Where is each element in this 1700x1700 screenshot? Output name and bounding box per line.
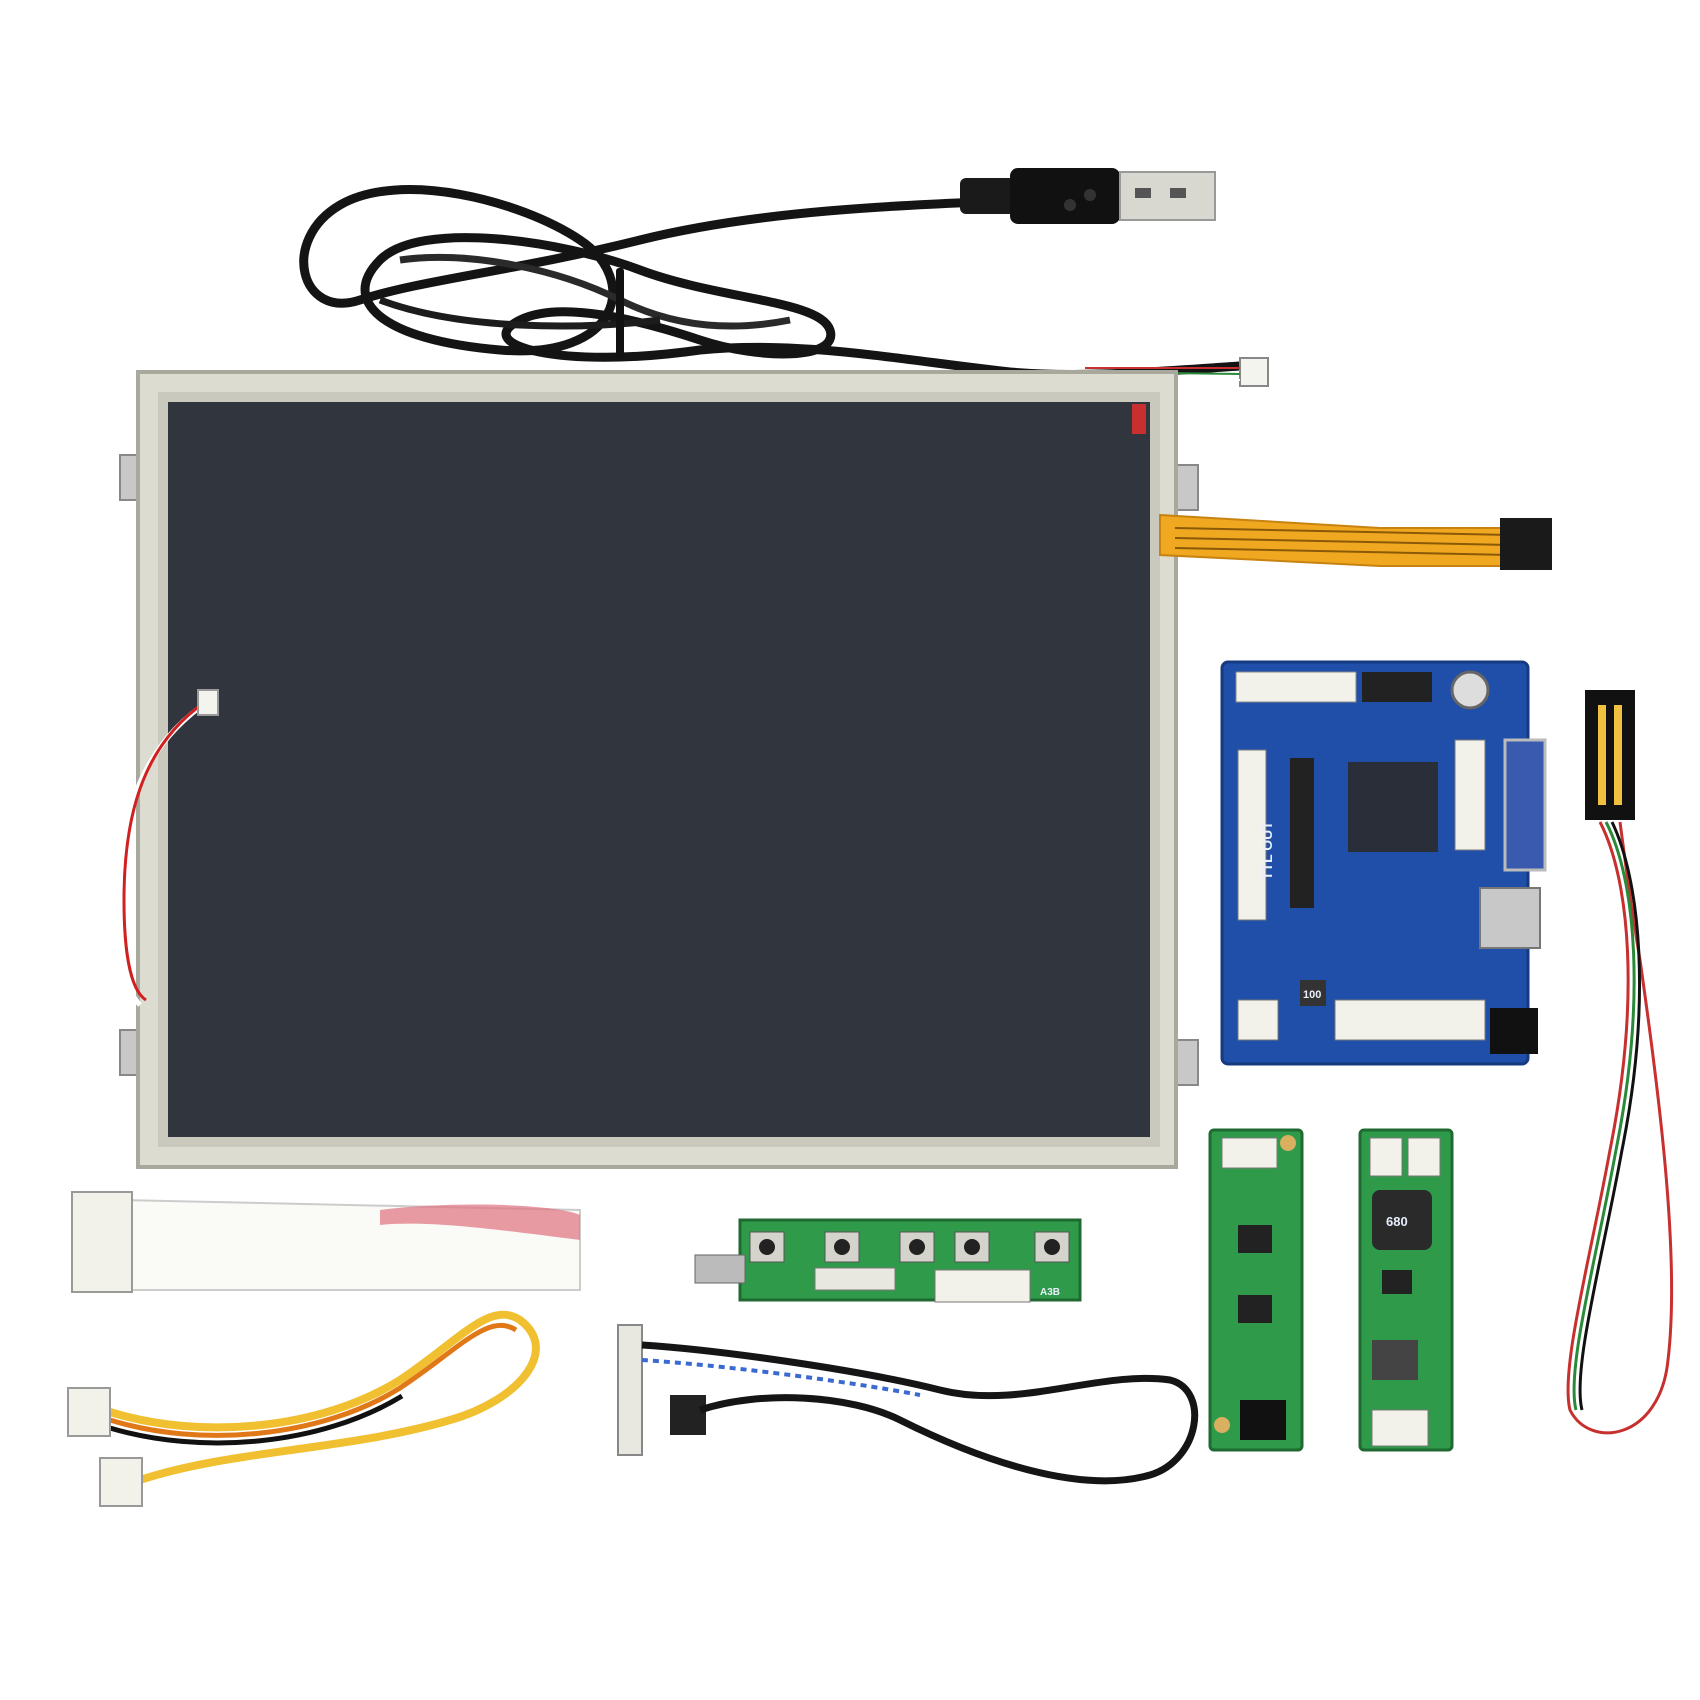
- ribbon-connector-left: [71, 1191, 133, 1293]
- keypad-buttons: [749, 1231, 1070, 1263]
- touch-fpc-ribbon: [1159, 513, 1552, 570]
- keypad-header: [934, 1269, 1031, 1303]
- screen-corner-tape: [1132, 404, 1146, 434]
- connector-right-vertical: [1454, 739, 1486, 851]
- inverter-connector-b: [1407, 1137, 1441, 1177]
- hdmi-port: [1479, 887, 1541, 949]
- inductor-main: [1300, 980, 1326, 1006]
- inverter-inductor: [1372, 1190, 1432, 1250]
- inverter-transformer: [1372, 1340, 1418, 1380]
- pin-header-left: [1290, 758, 1314, 908]
- backlight-wire: [115, 689, 219, 1007]
- connector-bottom-left: [1237, 999, 1279, 1041]
- lvds-small-connector: [670, 1395, 706, 1435]
- usb-cable-coil-2: [378, 296, 661, 330]
- flat-ribbon-cable: [71, 1191, 581, 1293]
- usb-cable-wire: [299, 185, 1245, 379]
- connector-top-left: [1235, 671, 1357, 703]
- ir-sensor: [694, 1254, 746, 1284]
- backlight-connector: [197, 689, 219, 716]
- inverter-ic: [1382, 1270, 1412, 1294]
- controller-board: TTL OUT 100: [1220, 660, 1547, 1066]
- lcd-screen: [168, 402, 1150, 1137]
- four-pin-connector: [1585, 690, 1635, 820]
- usb-plug-icon: [960, 168, 1216, 224]
- keypad-marking: A3B: [1040, 1287, 1060, 1298]
- vga-port: [1503, 738, 1547, 872]
- touch-controller-jack: [1240, 1400, 1286, 1440]
- touch-chip-1: [1238, 1225, 1272, 1253]
- main-chip: [1348, 762, 1438, 852]
- dc-power-jack: [1490, 1008, 1538, 1054]
- power-wire-harness: [67, 1310, 540, 1507]
- inductor-inverter-label: 680: [1386, 1214, 1408, 1229]
- lcd-panel: [119, 370, 1199, 1169]
- keypad-fpc-connector: [814, 1267, 896, 1291]
- touch-controller-pcb: [1208, 1128, 1304, 1452]
- ttl-out-connector: [1237, 749, 1267, 921]
- inductor-main-label: 100: [1303, 989, 1321, 1001]
- touch-chip-2: [1238, 1295, 1272, 1323]
- lvds-cable: [617, 1324, 1199, 1485]
- inverter-board: 680: [1358, 1128, 1454, 1452]
- keypad-board: A3B: [694, 1218, 1082, 1303]
- touch-controller-board: [1208, 1128, 1304, 1452]
- ttl-out-label: TTL OUT: [1259, 821, 1275, 880]
- lvds-connector: [617, 1324, 643, 1456]
- mount-hole-bottom: [1214, 1417, 1230, 1433]
- rca-jack: [1450, 670, 1490, 710]
- cable-tie: [616, 268, 624, 358]
- mount-hole-top: [1280, 1135, 1296, 1151]
- harness-connector-a: [67, 1387, 111, 1437]
- inverter-connector-a: [1369, 1137, 1403, 1177]
- harness-connector-b: [99, 1457, 143, 1507]
- connector-bottom-row: [1334, 999, 1486, 1041]
- touch-controller-connector: [1221, 1137, 1278, 1169]
- fpc-connector: [1500, 518, 1552, 570]
- four-pin-cable: [1566, 690, 1674, 1435]
- usb-touch-cable: [299, 168, 1269, 387]
- pin-header-top: [1362, 672, 1432, 702]
- inverter-output-connector: [1371, 1409, 1429, 1447]
